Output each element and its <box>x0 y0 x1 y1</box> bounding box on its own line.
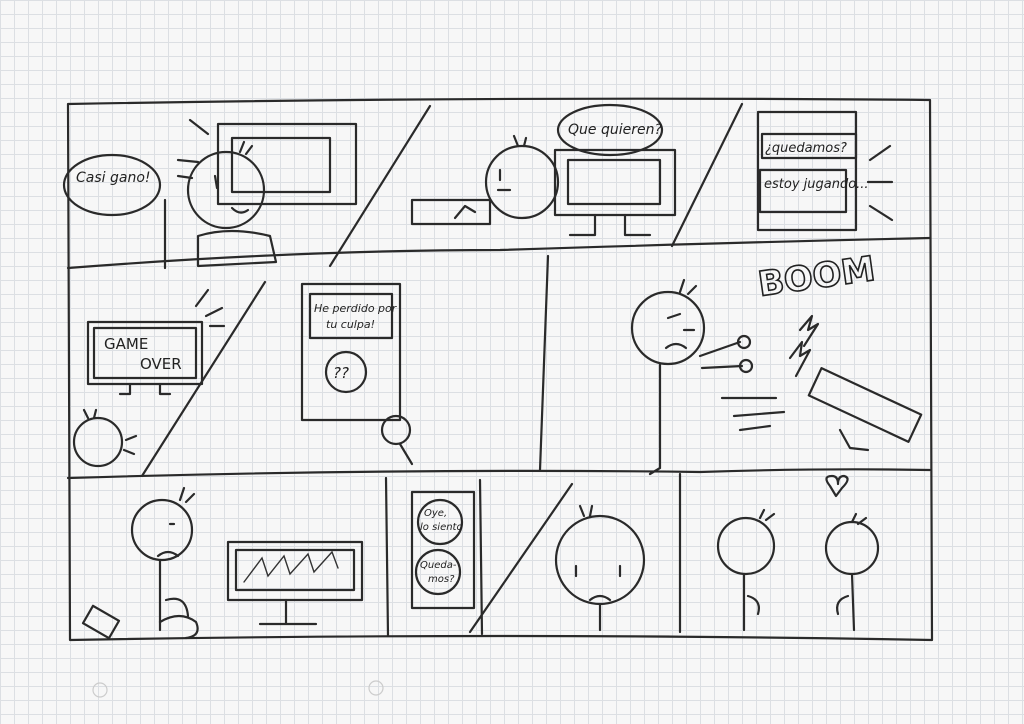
message-text: lo siento <box>420 522 463 533</box>
character-head <box>716 516 776 576</box>
keyboard-icon <box>410 198 492 226</box>
panel-2: Que quieren? <box>410 103 677 237</box>
message-bubble <box>760 132 858 160</box>
panel-9 <box>554 504 646 632</box>
monitor-icon <box>216 122 358 206</box>
message-bubble <box>758 168 848 214</box>
message-bubble <box>416 498 464 546</box>
heart-icon <box>825 474 849 498</box>
panel-1: Casi gano! <box>62 118 358 270</box>
character-head <box>484 144 560 220</box>
message-text: ¿quedamos? <box>765 141 847 156</box>
monitor-icon <box>553 148 677 217</box>
message-text: He perdido por <box>314 302 398 315</box>
phone-icon <box>410 490 476 610</box>
phone-icon <box>300 282 402 422</box>
punch-hole <box>368 680 384 696</box>
message-bubble <box>324 350 368 394</box>
sound-effect-text: BOOM <box>756 249 878 305</box>
panel-3: ¿quedamos? estoy jugando... <box>756 110 894 232</box>
message-text: mos? <box>428 574 455 585</box>
panel-4: GAME OVER <box>72 288 226 468</box>
monitor-icon <box>86 320 204 386</box>
message-text: tu culpa! <box>326 318 375 331</box>
panel-6: BOOM <box>630 248 923 476</box>
character-head <box>630 290 706 366</box>
character-head <box>72 416 124 468</box>
character-head <box>130 498 194 562</box>
character-head <box>824 520 880 576</box>
punch-hole <box>92 682 108 698</box>
bubble-text: Casi gano! <box>76 170 151 186</box>
panel-5: He perdido por tu culpa! ?? <box>300 282 414 466</box>
panel-7 <box>81 486 364 640</box>
phone-icon <box>756 110 858 232</box>
screen-text: GAME <box>104 335 148 353</box>
bubble-text: Que quieren? <box>568 122 662 138</box>
message-text: estoy jugando... <box>764 177 869 192</box>
message-bubble <box>414 548 462 596</box>
screen-text: OVER <box>140 355 182 373</box>
message-bubble <box>308 292 394 340</box>
message-text: ?? <box>333 364 349 382</box>
panel-8: Oye, lo siento Queda- mos? <box>410 490 476 610</box>
panel-10 <box>716 474 880 632</box>
character-head <box>186 150 266 230</box>
monitor-icon <box>226 540 364 602</box>
broken-monitor-icon <box>807 367 923 443</box>
speech-bubble <box>62 153 162 217</box>
message-text: Oye, <box>424 508 447 519</box>
speech-bubble <box>556 103 664 157</box>
message-text: Queda- <box>420 560 457 571</box>
character-head <box>554 514 646 606</box>
panel-borders <box>66 97 934 642</box>
phone-icon <box>81 604 121 640</box>
character-hand <box>380 414 412 446</box>
